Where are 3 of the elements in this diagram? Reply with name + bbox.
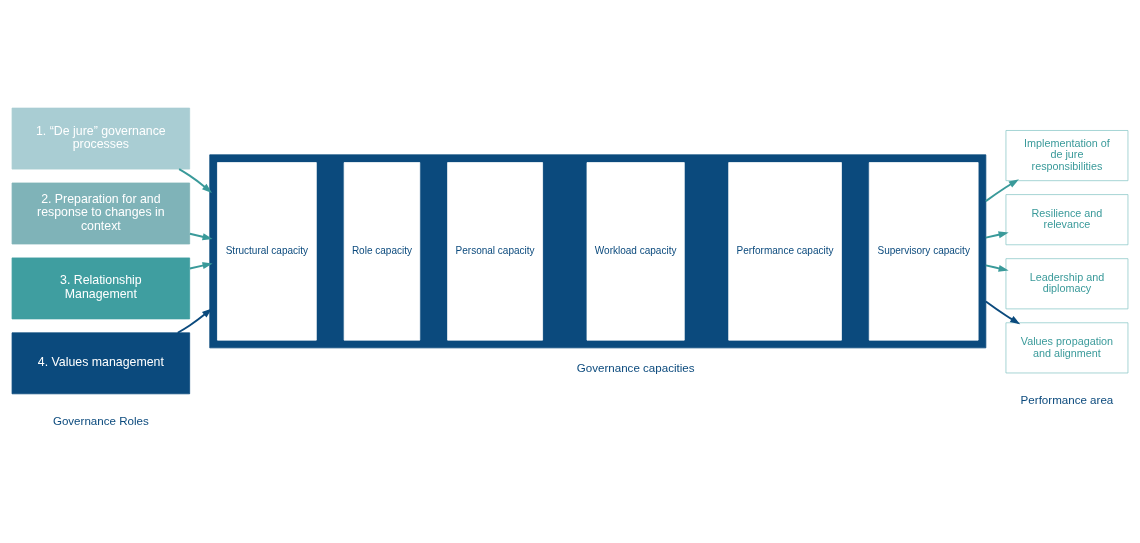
label: Governance Roles	[52, 414, 149, 427]
label: Performance area	[1020, 393, 1114, 406]
label: Governance capacities	[576, 361, 695, 374]
